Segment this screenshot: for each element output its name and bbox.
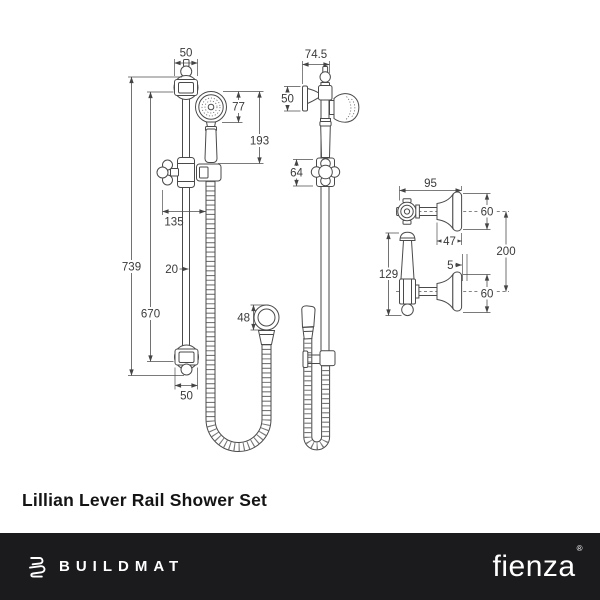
dim-bracket-centres: 670 xyxy=(141,309,160,321)
lever-dome xyxy=(399,231,416,241)
elbow-outlet-side xyxy=(301,305,316,328)
dim-handset-length: 193 xyxy=(250,136,269,148)
top-bracket-plate xyxy=(174,79,198,96)
top-tap xyxy=(396,191,463,232)
side-view: 74.5 50 64 xyxy=(279,49,360,451)
footer-bar: BUILDMAT fienza® xyxy=(0,533,600,600)
handset-holder xyxy=(196,163,222,182)
side-top-bracket-plate xyxy=(302,85,308,112)
handset-head-side xyxy=(333,93,360,123)
front-dimensions: 50 77 193 135 739 xyxy=(120,48,271,403)
dim-rail-length: 739 xyxy=(122,262,141,274)
dim-top-bracket-width: 50 xyxy=(180,48,193,60)
handset-handle xyxy=(204,128,218,163)
side-dimensions: 74.5 50 64 xyxy=(279,49,330,187)
dim-bracket-height: 50 xyxy=(281,94,294,106)
lever-ball xyxy=(401,303,414,317)
dim-slider-height: 64 xyxy=(290,168,303,180)
dim-flange-depth: 47 xyxy=(443,236,456,248)
cross-handle-side xyxy=(310,158,341,187)
buildmat-wordmark: BUILDMAT xyxy=(59,558,185,575)
side-bottom-mount-block xyxy=(319,350,336,367)
top-flange-rim xyxy=(452,191,463,232)
dim-outlet-diameter: 48 xyxy=(237,313,250,325)
side-bottom-bracket-plate xyxy=(302,350,309,368)
dimension-drawing: 50 77 193 135 739 xyxy=(120,48,518,452)
dim-bottom-bracket-width: 50 xyxy=(180,391,193,403)
mixer-view: 95 60 47 200 129 xyxy=(377,178,518,317)
bottom-finial-ball xyxy=(180,363,193,376)
dim-tap-centres: 200 xyxy=(496,246,515,258)
dim-lever-height: 129 xyxy=(379,269,398,281)
lever-shaft xyxy=(400,240,415,280)
dim-handle-projection: 95 xyxy=(424,178,437,190)
hose-side xyxy=(303,338,331,451)
bottom-tap xyxy=(399,231,463,317)
fienza-logo: fienza® xyxy=(492,544,583,584)
fienza-wordmark: fienza xyxy=(492,549,576,583)
technical-drawing: 50 77 193 135 739 xyxy=(120,48,518,452)
handset-head xyxy=(195,91,227,123)
side-top-bracket-cone xyxy=(307,87,320,105)
page-title: Lillian Lever Rail Shower Set xyxy=(22,490,268,510)
dim-wall-projection: 74.5 xyxy=(305,49,327,61)
dim-head-diameter: 77 xyxy=(232,102,245,114)
dim-top-flange-diameter: 60 xyxy=(481,207,494,219)
registered-mark: ® xyxy=(576,543,583,553)
buildmat-icon xyxy=(29,556,46,578)
front-view: 50 77 193 135 739 xyxy=(120,48,280,452)
side-finial-ball xyxy=(319,71,331,83)
bottom-flange-rim xyxy=(452,271,463,312)
dim-bottom-flange-diameter: 60 xyxy=(481,289,494,301)
top-flange-cone xyxy=(436,192,454,231)
dim-wall-gap: 5 xyxy=(447,260,453,272)
lever-body xyxy=(399,278,416,305)
mixer-dimensions: 95 60 47 200 129 xyxy=(377,178,518,316)
hose-front xyxy=(205,181,272,452)
bottom-flange-cone xyxy=(436,272,454,311)
slider-body xyxy=(177,157,195,188)
side-top-mount-block xyxy=(318,85,333,101)
dim-rail-diameter: 20 xyxy=(165,264,178,276)
dim-handle-offset: 135 xyxy=(164,217,183,229)
buildmat-logo: BUILDMAT xyxy=(24,554,184,580)
cross-handle-front xyxy=(156,159,173,186)
